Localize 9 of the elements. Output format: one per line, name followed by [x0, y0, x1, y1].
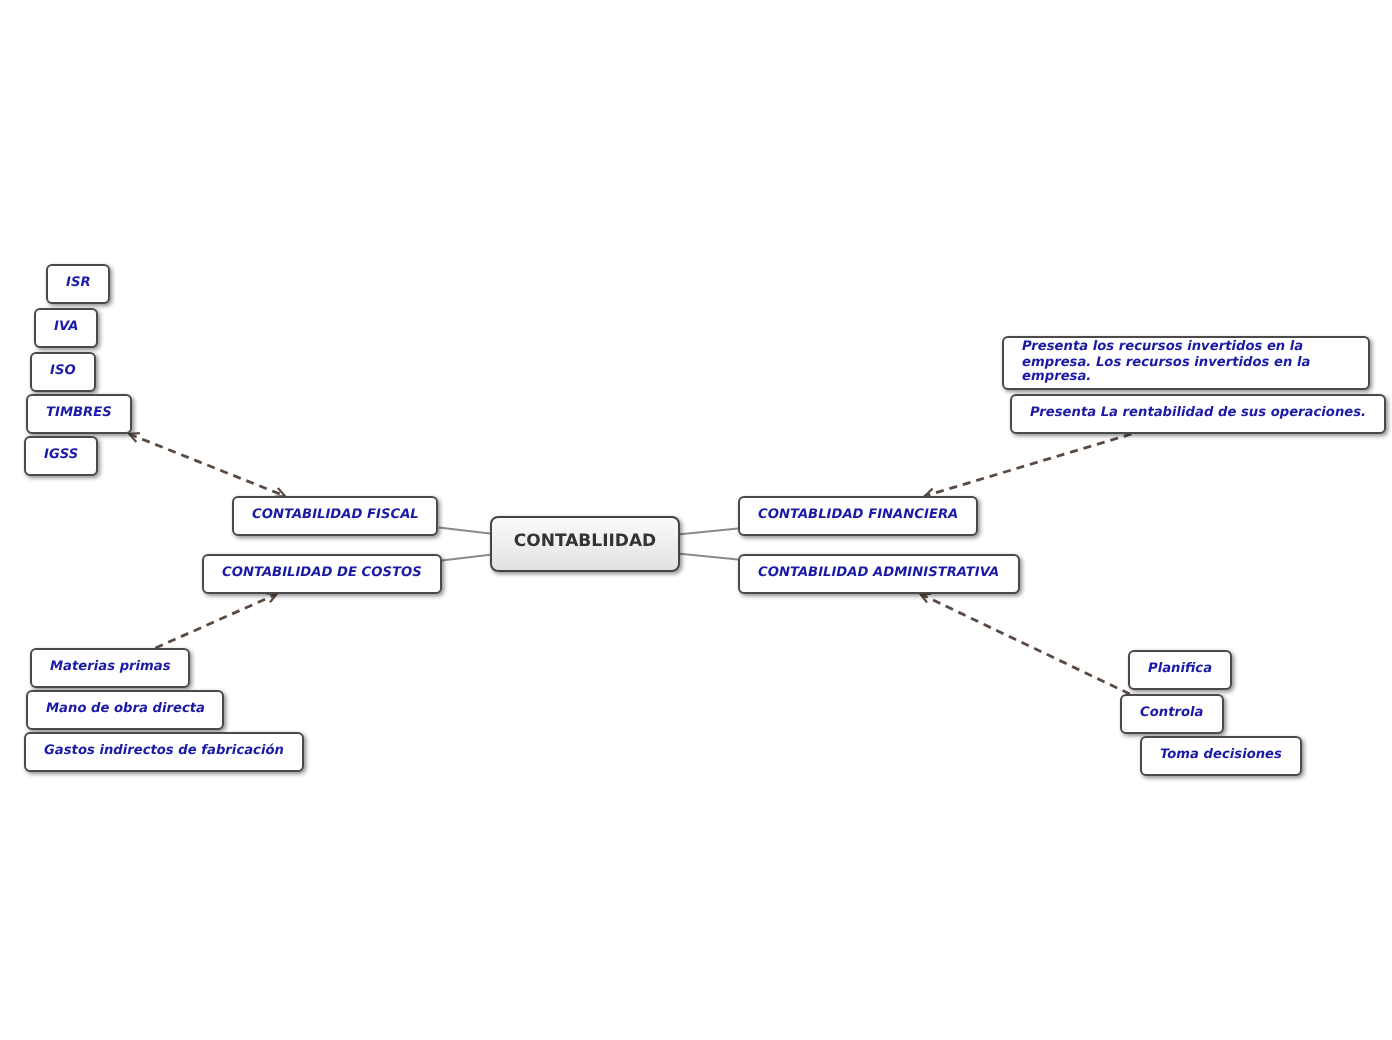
- connector-line: [679, 552, 739, 561]
- dashed-arrow: [154, 592, 278, 650]
- dashed-arrow: [923, 432, 1132, 499]
- connector-line: [679, 527, 739, 536]
- connector-line: [440, 553, 491, 562]
- connector-line: [437, 526, 491, 535]
- dashed-arrow: [919, 592, 1131, 696]
- dashed-arrow: [128, 432, 287, 498]
- central-topic-box: CONTABLIIDAD: [490, 516, 680, 572]
